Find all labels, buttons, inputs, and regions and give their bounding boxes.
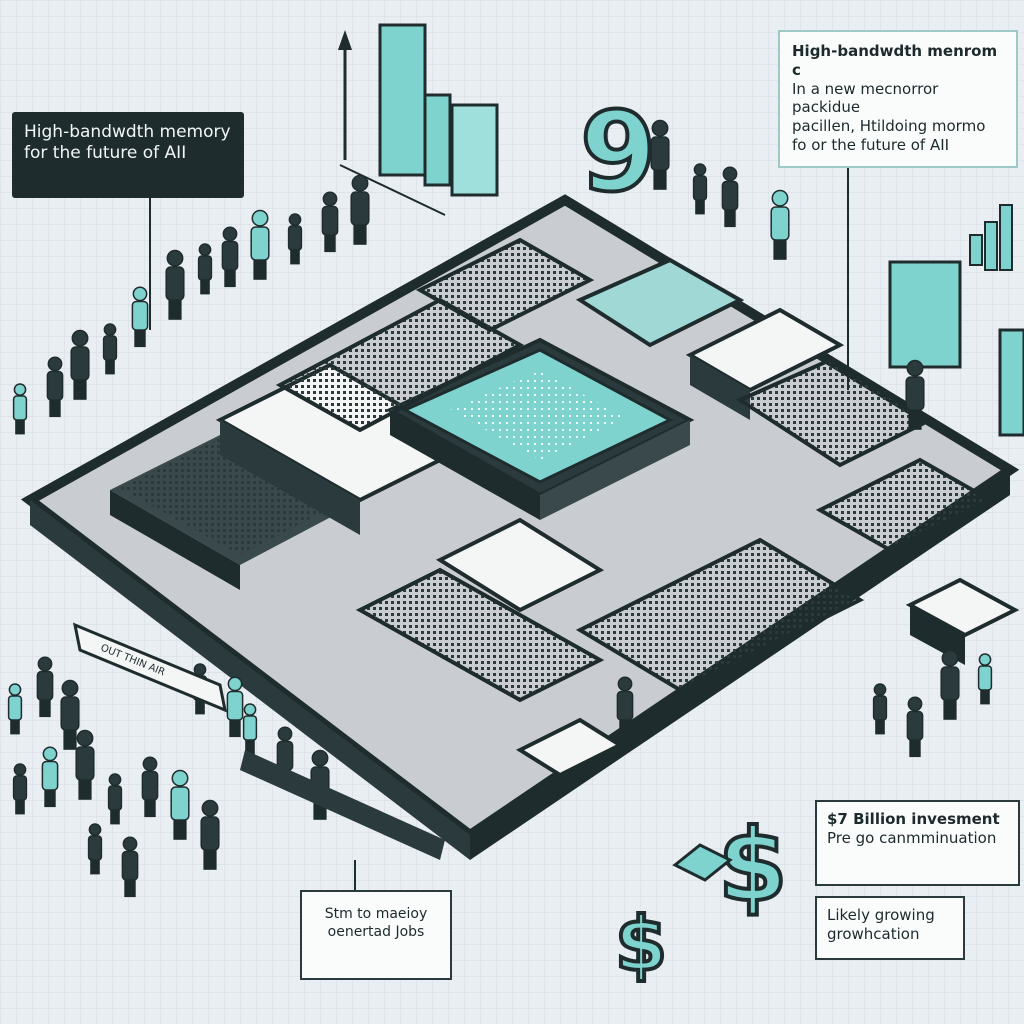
bar-chart-icon [969,204,1013,271]
label-line: High-bandwdth menrom c [792,42,998,79]
person-figure-icon [197,243,213,295]
person-figure-icon [46,356,64,418]
label-line: In a new mecnorror packidue [792,79,939,117]
person-figure-icon [131,286,149,348]
label-line: High-bandwdth memory [24,122,231,142]
person-figure-icon [221,226,239,288]
chip-digit: 9 [580,88,657,216]
person-figure-icon [102,323,118,375]
person-figure-icon [200,799,220,870]
storage-box [888,260,1024,437]
person-figure-icon [250,209,270,280]
dollar-sign-icon: $ [615,900,667,988]
person-figure-icon [321,191,339,253]
server-block-top [275,237,745,433]
hbm-chip [385,337,695,520]
person-figure-icon [12,763,28,815]
person-figure-icon [107,773,123,825]
label-hbm-right: High-bandwdth menrom c In a new mecnorro… [778,30,1018,168]
label-line: Likely growing [827,906,935,924]
person-figure-icon [977,653,993,705]
label-line: growhcation [827,924,920,943]
person-figure-icon [12,383,28,435]
person-figure-icon [906,696,924,758]
people-crowd [7,119,993,898]
bar-chart-icon [338,23,499,216]
person-figure-icon [226,676,244,738]
person-figure-icon [242,703,258,755]
label-hbm-left: High-bandwdth memory for the future of A… [12,112,244,198]
person-figure-icon [905,359,925,430]
label-growing: Likely growing growhcation [815,896,965,960]
person-figure-icon [165,249,185,320]
label-line: pacillen, Htildoing mormo [792,117,986,135]
label-line: $7 Billion invesment [827,810,1000,828]
label-line: oenertad Jobs [327,923,425,940]
label-line: Pre go canmminuation [827,828,997,847]
person-figure-icon [7,683,23,735]
banner: OUT THIN AIR [72,622,445,860]
label-line: for the future of AII [24,143,187,164]
person-figure-icon [770,189,790,260]
person-figure-icon [721,166,739,228]
person-figure-icon [287,213,303,265]
person-figure-icon [872,683,888,735]
factory-compound [20,194,1020,860]
person-figure-icon [121,836,139,898]
server-block-bottom [355,457,995,778]
person-figure-icon [70,329,90,400]
label-investment: $7 Billion invesment Pre go canmminuatio… [815,800,1020,886]
person-figure-icon [170,769,190,840]
person-figure-icon [75,729,95,800]
person-figure-icon [60,679,80,750]
person-figure-icon [650,119,670,190]
person-figure-icon [87,823,103,875]
label-line: Stm to maeioy [324,906,428,922]
person-figure-icon [41,746,59,808]
label-line: fo or the future of AII [792,135,950,154]
dollar-sign-icon: $ [718,807,788,924]
person-figure-icon [616,676,634,738]
person-figure-icon [692,163,708,215]
person-figure-icon [350,174,370,245]
building-right [685,307,935,468]
person-figure-icon [36,656,54,718]
label-jobs: Stm to maeioy oenertad Jobs [300,890,452,980]
person-figure-icon [940,649,960,720]
coin-icon [672,843,733,882]
person-figure-icon [141,756,159,818]
